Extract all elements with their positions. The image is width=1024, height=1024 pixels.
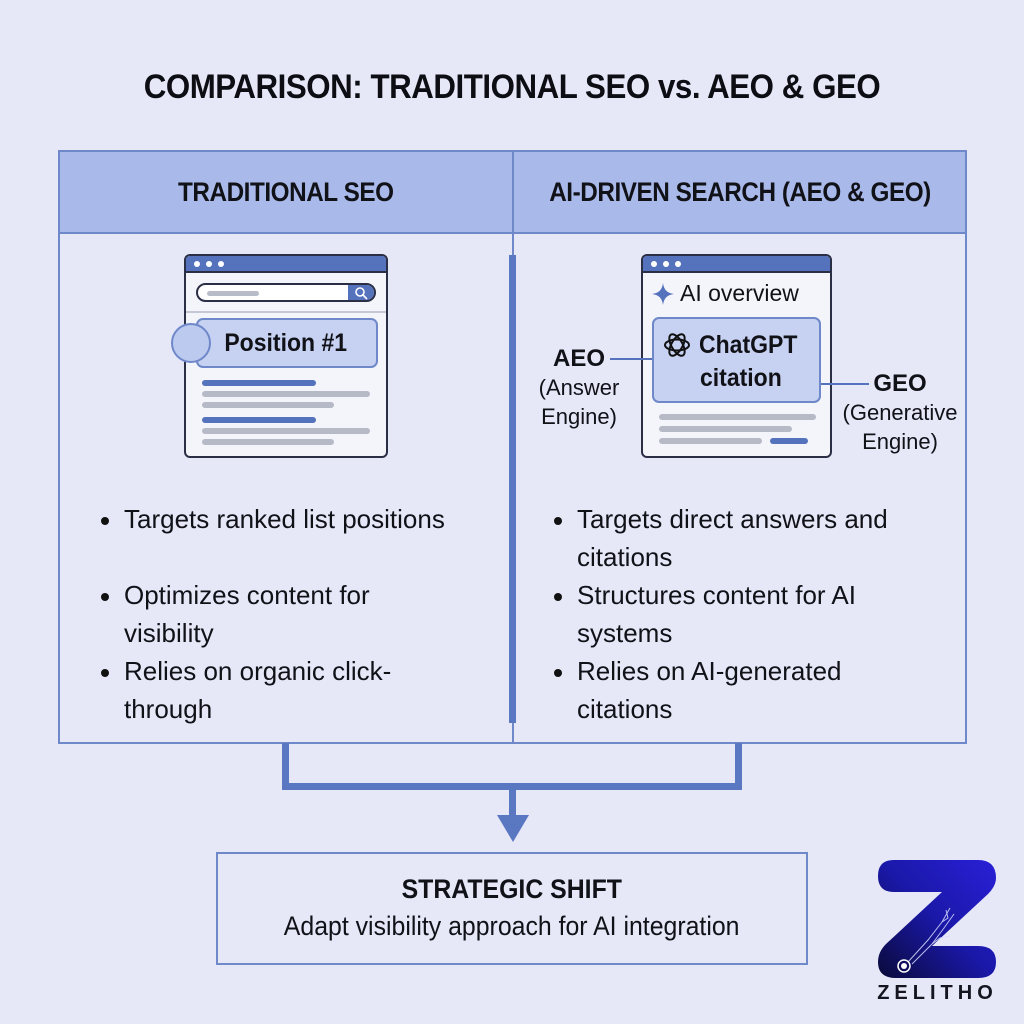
column-divider-accent (509, 255, 516, 723)
sparkle-icon (652, 282, 674, 305)
geo-callout: GEO (Generative Engine) (842, 370, 958, 454)
flow-connector-right (735, 743, 742, 789)
strategic-shift-title: STRATEGIC SHIFT (401, 874, 623, 904)
flow-connector-left (282, 743, 289, 789)
list-item: Targets direct answers and citations (554, 500, 924, 576)
column-heading-ai-driven-search: AI-DRIVEN SEARCH (AEO & GEO) (549, 176, 932, 207)
list-item: Relies on AI-generated citations (554, 652, 874, 728)
geo-connector-line (821, 383, 869, 385)
column-heading-traditional-seo: TRADITIONAL SEO (178, 176, 394, 207)
flow-arrow-stem (509, 789, 516, 817)
search-bar (196, 283, 376, 302)
list-item: Targets ranked list positions (101, 500, 501, 538)
list-item: Optimizes content for visibility (101, 576, 401, 652)
comparison-table: TRADITIONAL SEO AI-DRIVEN SEARCH (AEO & … (58, 150, 967, 744)
aeo-connector-line (610, 358, 652, 360)
browser-titlebar (643, 256, 830, 273)
brand-logo: ZELITHO (870, 852, 1005, 1012)
brand-name: ZELITHO (877, 982, 998, 1004)
rank-marker-icon (171, 323, 211, 363)
ai-overview-label: AI overview (652, 280, 799, 307)
ai-search-bullets: Targets direct answers and citations Str… (554, 500, 934, 728)
browser-titlebar (186, 256, 386, 273)
list-item: Structures content for AI systems (554, 576, 894, 652)
zelitho-z-logo-icon (878, 860, 996, 978)
traditional-seo-bullets: Targets ranked list positions Optimizes … (101, 500, 501, 728)
search-icon (348, 285, 374, 300)
flow-connector-horizontal (282, 783, 742, 790)
strategic-shift-box: STRATEGIC SHIFT Adapt visibility approac… (216, 852, 808, 965)
arrow-down-icon (497, 815, 529, 842)
page-title: COMPARISON: TRADITIONAL SEO vs. AEO & GE… (143, 68, 881, 106)
list-item: Relies on organic click-through (101, 652, 421, 728)
chatgpt-citation-box: ChatGPT citation (652, 317, 821, 403)
strategic-shift-subtitle: Adapt visibility approach for AI integra… (284, 911, 740, 941)
aeo-callout: AEO (Answer Engine) (538, 345, 620, 429)
position-1-highlight: Position #1 (196, 318, 378, 368)
chatgpt-logo-icon (664, 333, 690, 357)
